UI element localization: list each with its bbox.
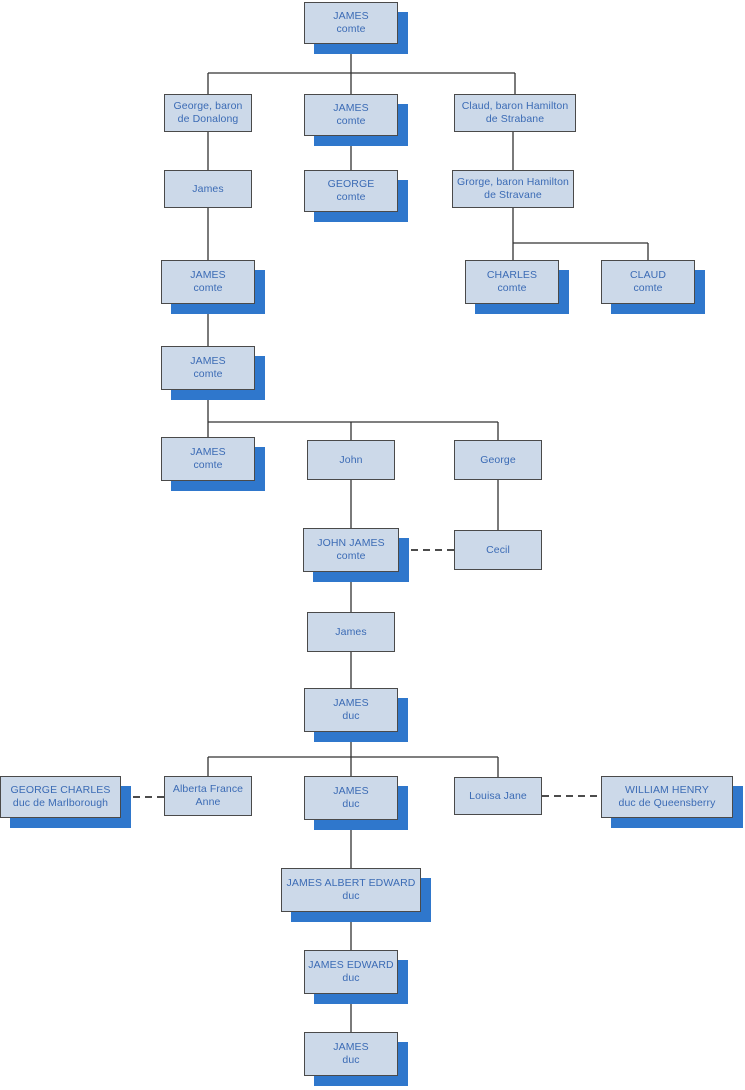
person-title: comte <box>336 550 366 562</box>
person-name: JAMES <box>333 697 369 709</box>
person-name: James <box>192 182 224 195</box>
person-name: Cecil <box>486 543 510 556</box>
person-name: JAMES <box>333 102 369 114</box>
person-name: CLAUD <box>629 269 667 281</box>
person-title: de Stravane <box>484 189 542 201</box>
person-name: Louisa Jane <box>469 789 527 802</box>
person-title: comte <box>497 282 527 294</box>
person-node-n22[interactable]: Louisa Jane <box>454 777 542 815</box>
person-name: JAMES <box>333 785 369 797</box>
person-node-n14[interactable]: George <box>454 440 542 480</box>
dashed-edge-group <box>121 549 601 798</box>
person-name: Alberta France <box>172 783 244 795</box>
person-title: comte <box>193 368 223 380</box>
person-title: duc de Marlborough <box>12 797 109 809</box>
person-node-n5[interactable]: James <box>164 170 252 208</box>
person-title: Anne <box>195 796 221 808</box>
person-title: comte <box>336 115 366 127</box>
person-title: comte <box>336 191 366 203</box>
person-name: JAMES <box>190 446 226 458</box>
person-title: duc <box>342 1054 360 1066</box>
person-title: comte <box>336 23 366 35</box>
person-name: John <box>339 453 363 466</box>
person-name: George, baron <box>173 100 243 112</box>
person-name: JAMES ALBERT EDWARD <box>286 877 416 889</box>
person-name: JAMES <box>333 10 369 22</box>
person-name: GEORGE CHARLES <box>10 784 111 796</box>
person-name: George <box>480 453 516 466</box>
person-title: duc <box>342 972 360 984</box>
person-node-n13[interactable]: John <box>307 440 395 480</box>
person-title: comte <box>633 282 663 294</box>
person-title: de Strabane <box>485 113 545 125</box>
person-title: duc <box>342 798 360 810</box>
person-title: comte <box>193 459 223 471</box>
person-name: JAMES <box>190 269 226 281</box>
person-name: WILLIAM HENRY <box>625 784 709 796</box>
person-title: duc <box>342 710 360 722</box>
person-name: CHARLES <box>486 269 538 281</box>
person-name: JAMES EDWARD <box>308 959 394 971</box>
person-name: JOHN JAMES <box>317 537 385 549</box>
person-node-n16[interactable]: Cecil <box>454 530 542 570</box>
person-node-n17[interactable]: James <box>307 612 395 652</box>
person-name: JAMES <box>190 355 226 367</box>
person-title: duc de Queensberry <box>618 797 716 809</box>
person-title: comte <box>193 282 223 294</box>
person-title: duc <box>342 890 360 902</box>
person-name: Claud, baron Hamilton <box>461 100 569 112</box>
person-name: GEORGE <box>327 178 375 190</box>
person-name: James <box>335 625 367 638</box>
person-name: JAMES <box>333 1041 369 1053</box>
person-title: de Donalong <box>177 113 239 125</box>
person-name: Grorge, baron Hamilton <box>457 176 569 188</box>
